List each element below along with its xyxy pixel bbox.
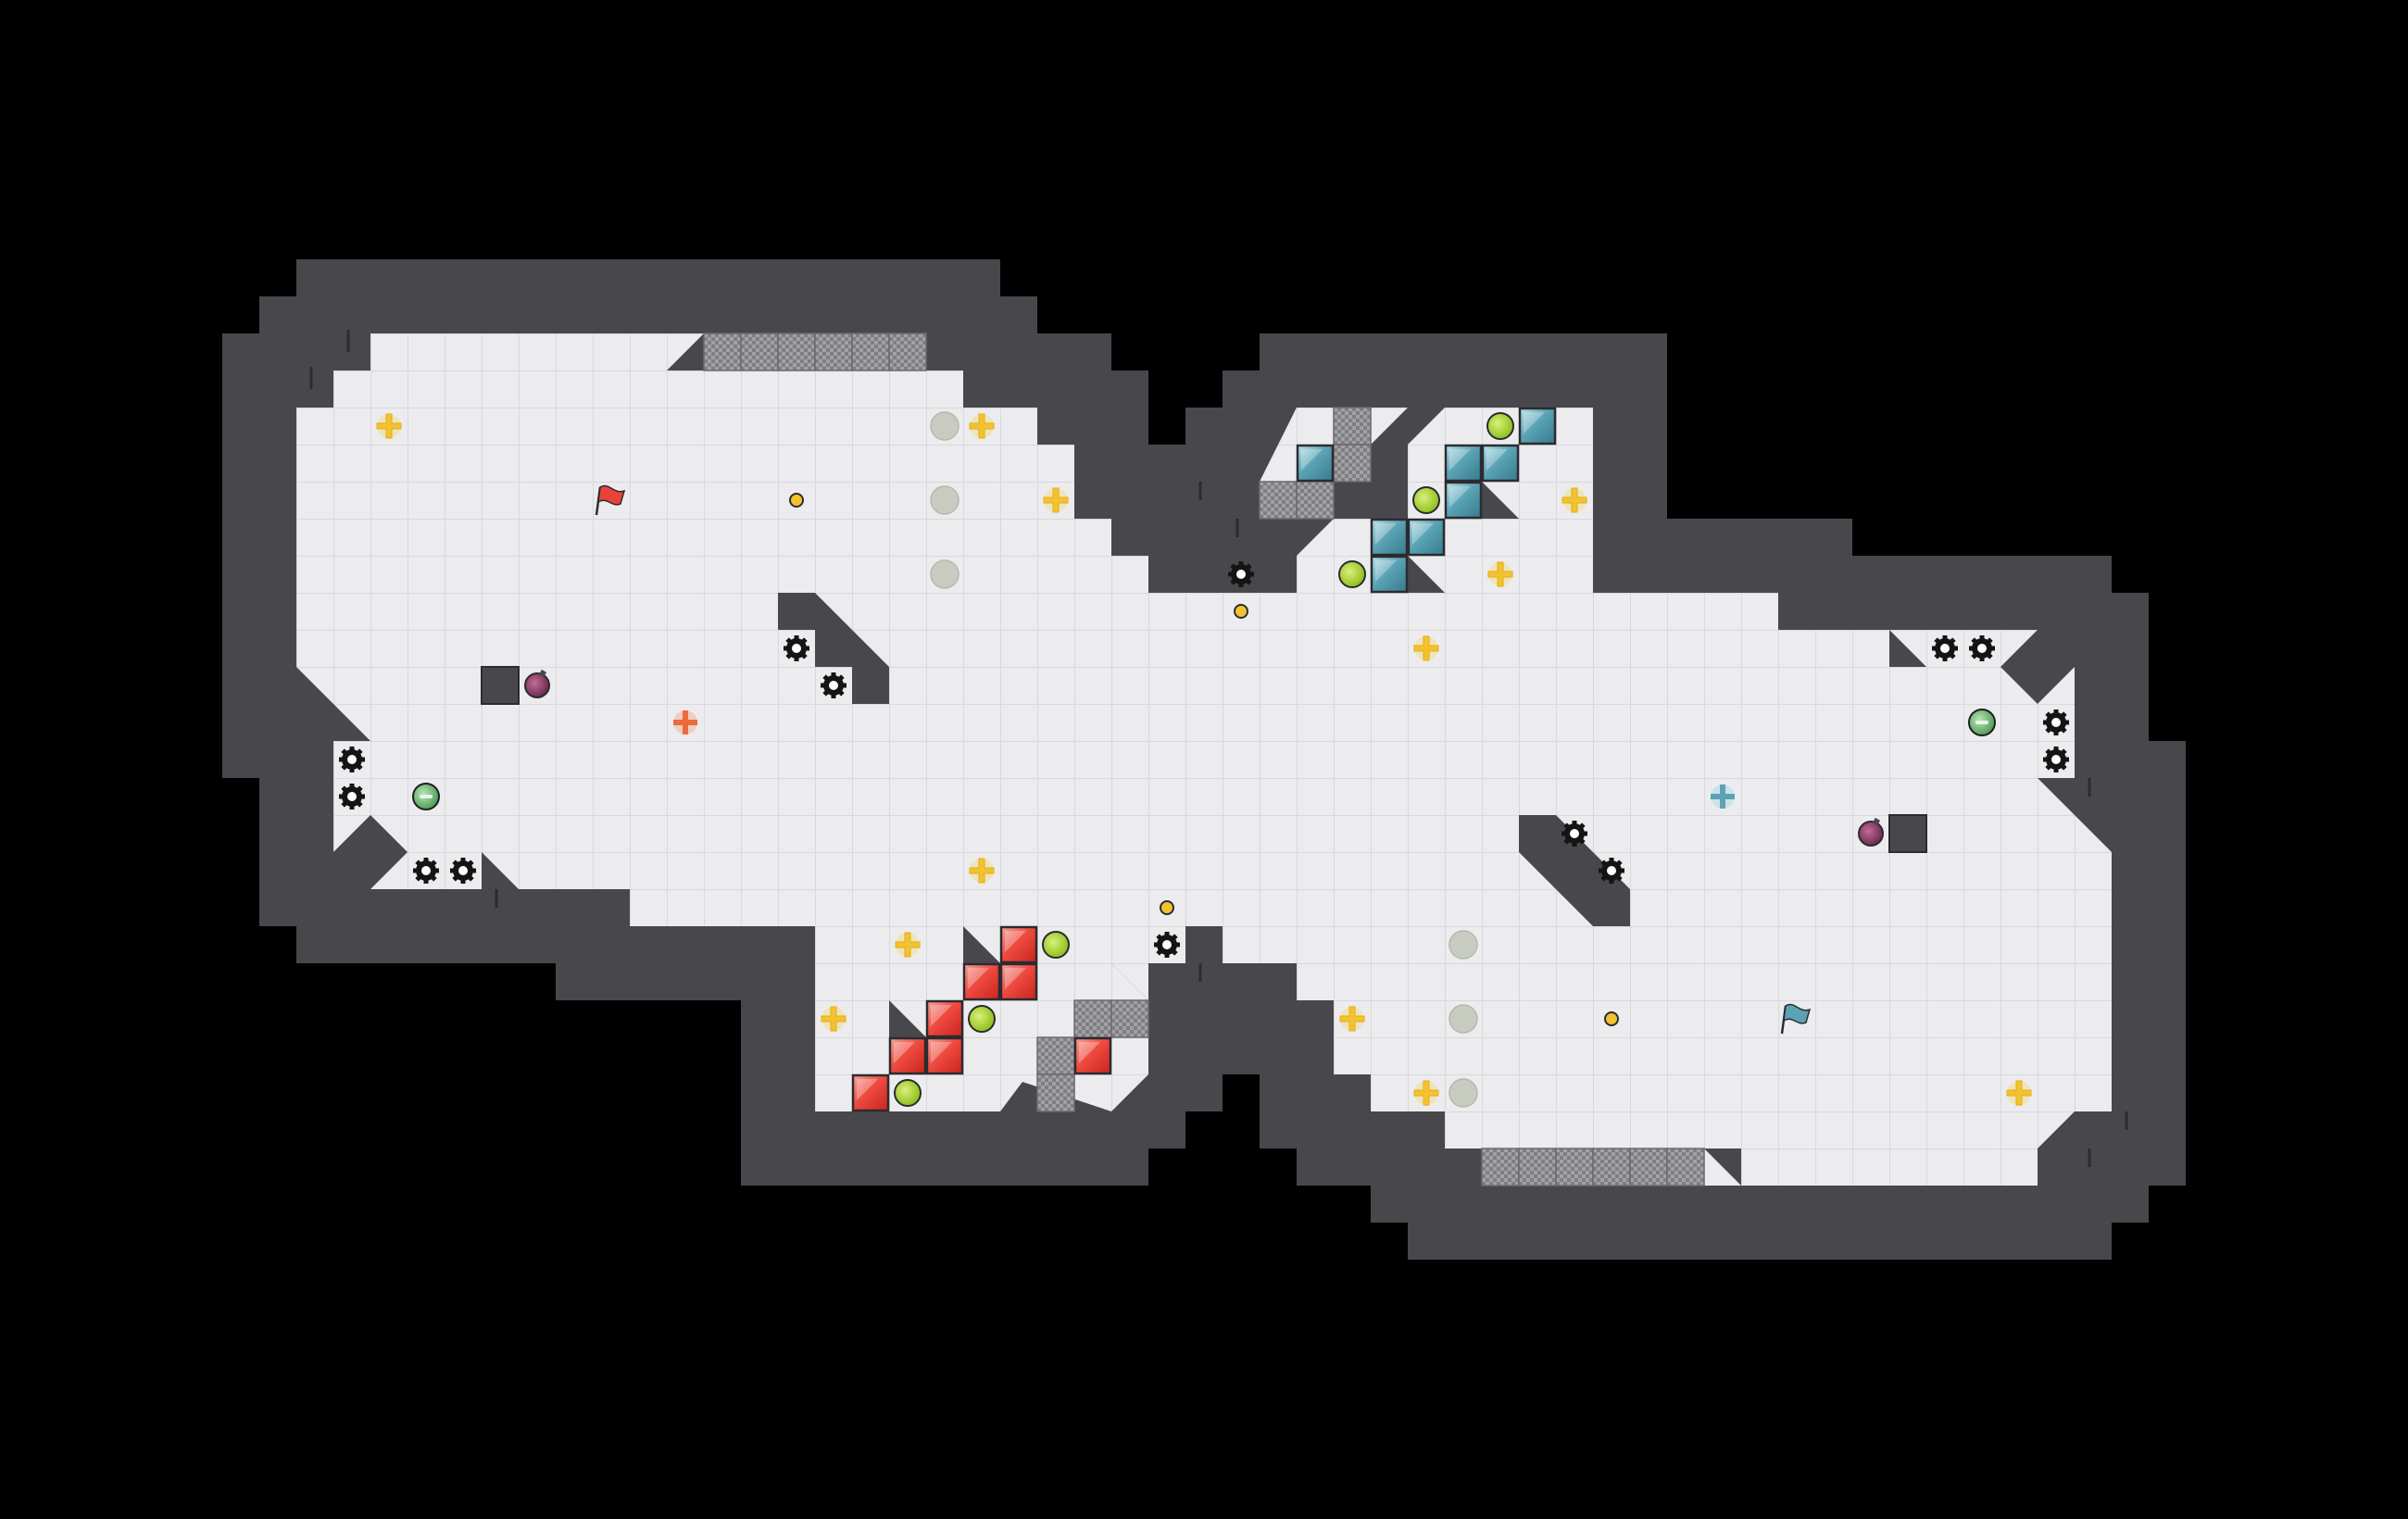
portal-icon (930, 559, 959, 589)
sawblade-icon (339, 784, 365, 810)
pellet-icon (1234, 604, 1248, 619)
speed-boost-icon (969, 413, 995, 439)
blue-gate-block-icon (1518, 407, 1557, 446)
sawblade-icon (450, 858, 476, 884)
wall-slopes (296, 333, 2112, 1186)
sawblade-icon (1154, 932, 1180, 958)
sawblade-icon (1932, 635, 1958, 661)
sawblade-icon (1599, 858, 1624, 884)
red-spawn-icon (673, 710, 697, 734)
wall-rim-notches (309, 330, 2128, 1167)
speed-boost-icon (1487, 561, 1513, 587)
speed-boost-icon (1043, 487, 1069, 513)
blue-gate-block-icon (1444, 481, 1483, 520)
blue-gate-block-icon (1444, 444, 1483, 483)
pellet-icon (1160, 900, 1174, 915)
blue-gate-block-icon (1370, 518, 1409, 557)
portal-icon (930, 485, 959, 515)
powerup-icon (1042, 931, 1070, 959)
portal-icon (1449, 1004, 1478, 1034)
red-gate-block-icon (962, 962, 1001, 1001)
sawblade-icon (2043, 747, 2069, 772)
speed-boost-icon (376, 413, 402, 439)
powerup-icon (894, 1079, 922, 1107)
portal-icon (1449, 930, 1478, 960)
speed-boost-icon (1339, 1006, 1365, 1032)
floor (296, 333, 2112, 1186)
red-gate-block-icon (925, 999, 964, 1038)
powerup-icon (1338, 560, 1366, 588)
sawblade-icon (339, 747, 365, 772)
speed-boost-icon (895, 932, 921, 958)
sawblade-icon (1228, 561, 1254, 587)
red-gate-block-icon (1073, 1036, 1112, 1075)
blue-spawn-icon (1711, 785, 1735, 809)
floor-grates (703, 333, 1705, 1186)
sawblade-icon (821, 672, 847, 698)
pellet-icon (789, 493, 804, 508)
red-gate-block-icon (999, 925, 1038, 964)
blue-gate-block-icon (1370, 555, 1409, 594)
powerup-icon (1486, 412, 1514, 440)
speed-boost-icon (1413, 1080, 1439, 1106)
blue-gate-block-icon (1407, 518, 1446, 557)
sawblade-icon (2043, 709, 2069, 735)
red-gate-block-icon (925, 1036, 964, 1075)
red-gate-block-icon (999, 962, 1038, 1001)
sawblade-icon (784, 635, 809, 661)
powerup-icon (1412, 486, 1440, 514)
speed-boost-icon (2006, 1080, 2032, 1106)
red-flag-icon (595, 484, 626, 516)
sawblade-icon (413, 858, 439, 884)
sawblade-icon (1969, 635, 1995, 661)
blue-gate-block-icon (1481, 444, 1520, 483)
red-gate-block-icon (851, 1073, 890, 1112)
capsule-icon (1968, 709, 1996, 736)
speed-boost-icon (1561, 487, 1587, 513)
sawblade-icon (1561, 821, 1587, 847)
pellet-icon (1604, 1011, 1619, 1026)
blue-flag-icon (1780, 1003, 1812, 1035)
blue-gate-block-icon (1296, 444, 1335, 483)
speed-boost-icon (969, 858, 995, 884)
speed-boost-icon (1413, 635, 1439, 661)
red-gate-block-icon (888, 1036, 927, 1075)
portal-icon (1449, 1078, 1478, 1108)
speed-boost-icon (821, 1006, 847, 1032)
portal-icon (930, 411, 959, 441)
capsule-icon (412, 783, 440, 810)
powerup-icon (968, 1005, 996, 1033)
